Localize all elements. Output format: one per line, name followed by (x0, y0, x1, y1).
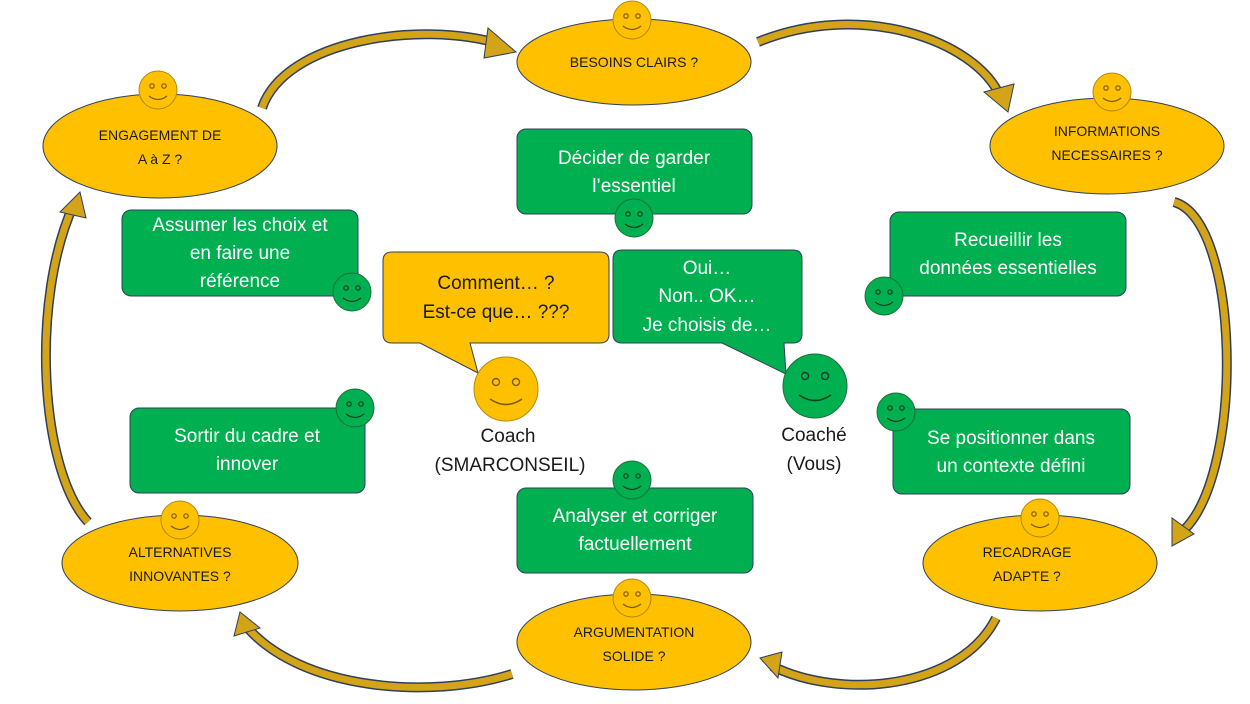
stage-label-line1: RECADRAGE (983, 544, 1072, 560)
coach-speech-line1: Comment… ? (437, 273, 554, 294)
stage-informations: INFORMATIONS NECESSAIRES ? (989, 72, 1225, 195)
stage-label-line2: SOLIDE ? (602, 648, 665, 664)
coach-speech-line2: Est-ce que… ??? (423, 302, 570, 323)
stage-label-line1: INFORMATIONS (1054, 123, 1160, 139)
stage-engagement: ENGAGEMENT DE A à Z ? (42, 70, 278, 199)
action-line1: Analyser et corriger (553, 506, 718, 527)
action-line1: Se positionner dans (927, 428, 1095, 449)
arrow-besoins-to-informations (756, 19, 1015, 113)
action-positionner: Se positionner dans un contexte défini (876, 392, 1131, 495)
stage-label-line1: ALTERNATIVES (129, 544, 232, 560)
stage-label-line2: NECESSAIRES ? (1051, 147, 1162, 163)
smiley-icon (876, 392, 916, 432)
stage-alternatives: ALTERNATIVES INNOVANTES ? (61, 500, 299, 612)
smiley-icon (614, 198, 654, 238)
action-decider: Décider de garder l’essentiel (516, 128, 753, 238)
arrow-argumentation-to-alternatives (233, 611, 514, 693)
stage-label-line1: ENGAGEMENT DE (99, 127, 222, 143)
smiley-icon (612, 460, 652, 500)
action-line2: l’essentiel (592, 176, 675, 197)
smiley-icon (160, 500, 200, 540)
stage-label-line2: INNOVANTES ? (129, 568, 231, 584)
smiley-icon (1092, 72, 1132, 112)
stage-label-line1: ARGUMENTATION (574, 624, 695, 640)
coach-name: Coach (481, 426, 536, 447)
arrow-alternatives-to-engagement (40, 191, 92, 526)
action-line1: Décider de garder (558, 148, 711, 169)
stage-argumentation: ARGUMENTATION SOLIDE ? (516, 578, 752, 691)
smiley-icon (612, 0, 652, 40)
action-line3: référence (200, 271, 280, 292)
action-line1: Assumer les choix et (152, 215, 328, 236)
coach-smiley-icon (473, 356, 539, 422)
stage-label: BESOINS CLAIRS ? (570, 54, 699, 70)
coachee-person: Coaché (Vous) (781, 353, 848, 475)
cycle-arrows (40, 19, 1232, 693)
action-line2: un contexte défini (937, 456, 1086, 477)
action-line1: Sortir du cadre et (174, 426, 320, 447)
coachee-speech-line2: Non.. OK… (658, 286, 755, 307)
stage-besoins: BESOINS CLAIRS ? (516, 0, 752, 106)
arrow-informations-to-recadrage (1171, 197, 1232, 547)
arrow-engagement-to-besoins (257, 27, 518, 110)
action-line1: Recueillir les (954, 230, 1062, 251)
arrow-recadrage-to-argumentation (759, 615, 1001, 690)
stage-recadrage: RECADRAGE ADAPTE ? (922, 498, 1158, 612)
smiley-icon (332, 272, 372, 312)
coachee-name: Coaché (781, 425, 847, 446)
action-line2: données essentielles (919, 258, 1096, 279)
smiley-icon (138, 70, 178, 110)
action-sortir: Sortir du cadre et innover (129, 388, 375, 494)
coachee-speech-bubble: Oui… Non.. OK… Je choisis de… (612, 249, 803, 375)
coach-company: (SMARCONSEIL) (435, 455, 586, 476)
action-line2: factuellement (578, 534, 692, 555)
smiley-icon (1020, 498, 1060, 538)
action-assumer: Assumer les choix et en faire une référe… (121, 209, 372, 312)
smiley-icon (612, 578, 652, 618)
smiley-icon (864, 276, 904, 316)
stage-label-line2: A à Z ? (138, 151, 183, 167)
coach-person: Coach (SMARCONSEIL) (435, 356, 586, 476)
coach-speech-bubble: Comment… ? Est-ce que… ??? (382, 251, 610, 374)
coachee-speech-line3: Je choisis de… (643, 315, 772, 336)
coachee-speech-line1: Oui… (683, 258, 732, 279)
action-line2: innover (216, 454, 279, 475)
stage-label-line2: ADAPTE ? (993, 568, 1061, 584)
action-recueillir: Recueillir les données essentielles (864, 211, 1127, 316)
action-line2: en faire une (190, 243, 290, 264)
coachee-smiley-icon (782, 353, 848, 419)
coachee-role: (Vous) (787, 454, 842, 475)
action-analyser: Analyser et corriger factuellement (516, 460, 754, 574)
smiley-icon (335, 388, 375, 428)
